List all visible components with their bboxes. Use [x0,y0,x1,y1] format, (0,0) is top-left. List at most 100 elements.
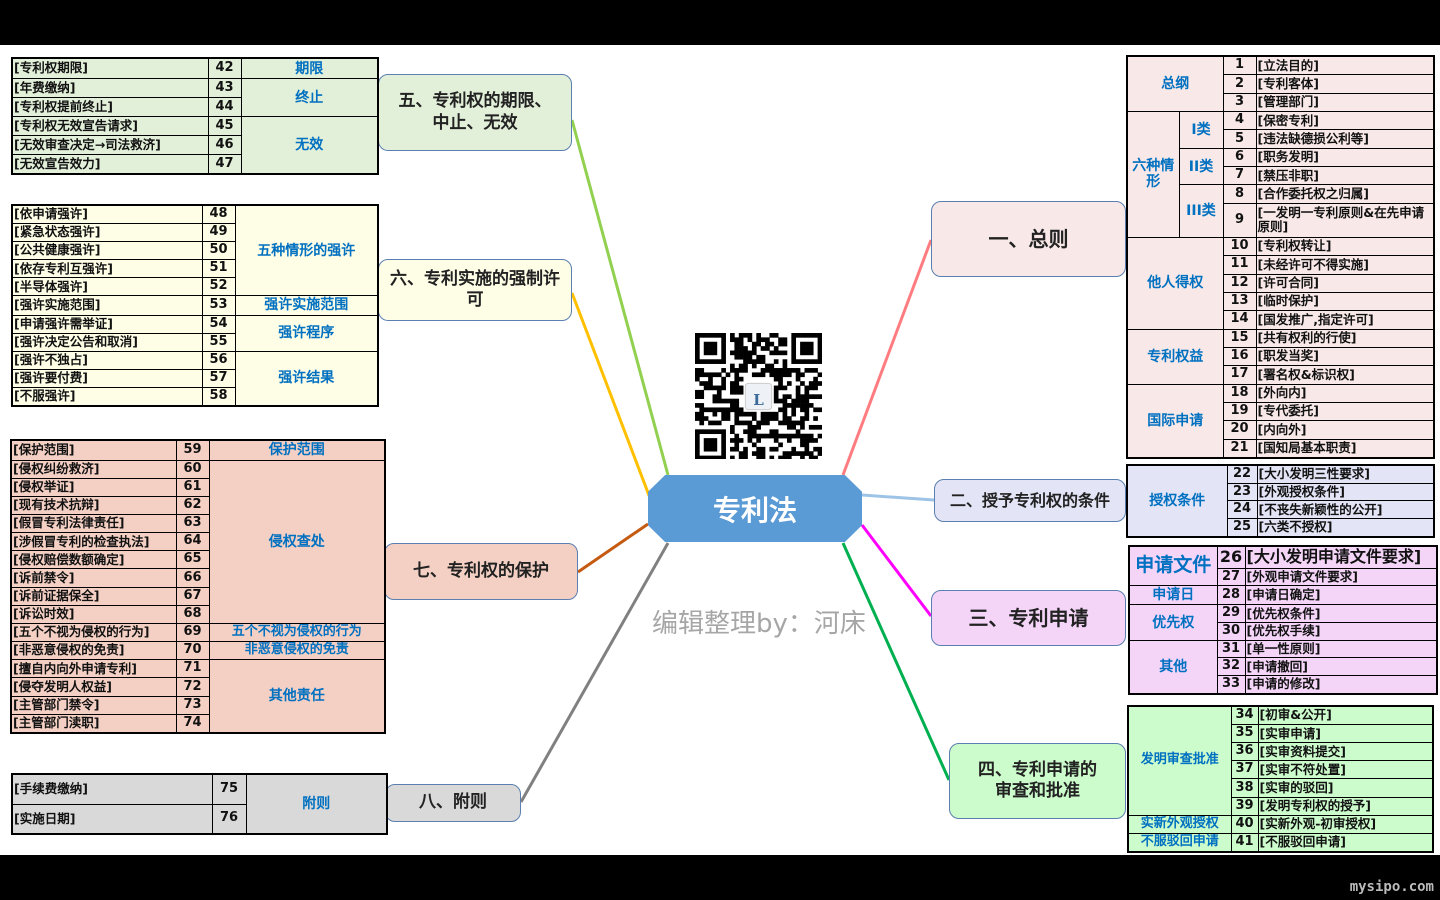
row-number: 71 [175,659,210,679]
row-text: [半导体强许] [11,277,203,297]
table-row: [无效宣告效力]47 [11,153,378,175]
group-label: 附则 [245,773,388,835]
group-label: 专利权益 [1126,328,1224,385]
table-row: 32[申请撤回] [1129,657,1438,677]
branch-label-4: 四、专利申请的审查和批准 [978,759,1097,801]
connector-b1 [841,239,933,476]
table-row: 30[优先权手续] [1129,622,1438,641]
row-text: [不服驳回申请] [1257,832,1434,853]
table-row: [专利权提前终止]44 [11,97,378,118]
row-number: 1 [1222,55,1257,76]
row-number: 66 [175,568,210,588]
table-row: 19[专代委托] [1127,401,1435,422]
row-text: [六类不授权] [1256,518,1435,538]
row-number: 58 [201,386,236,407]
branch-node-1[interactable]: 一、总则 [931,201,1126,277]
group-label: 期限 [240,57,379,80]
row-number: 18 [1222,383,1257,403]
table-row: [紧急状态强许]49 [11,223,378,243]
row-number: 61 [175,477,210,497]
table-row: 39[发明专利权的授予] [1128,796,1434,816]
row-number: 67 [175,586,210,606]
branch-label-5: 五、专利权的期限、中止、无效 [398,91,552,133]
connector-b3 [860,524,933,617]
connector-b8 [519,542,670,803]
row-text: [禁压非职] [1255,166,1435,186]
row-text: [实施日期] [11,803,213,835]
row-text: [署名权&标识权] [1255,365,1435,385]
row-number: 62 [175,495,210,516]
group-label: 强许程序 [234,314,379,352]
row-text: [专利客体] [1255,74,1435,94]
branch-node-5[interactable]: 五、专利权的期限、中止、无效 [378,74,572,151]
table-row: [侵夺发明人权益]72 [10,677,385,697]
row-text: [诉前禁令] [10,568,177,588]
row-number: 2 [1222,74,1257,94]
row-text: [优先权条件] [1244,604,1438,624]
table-row: [半导体强许]52 [11,277,378,297]
row-text: [职务发明] [1255,147,1435,168]
branch-label-6: 六、专利实施的强制许可 [390,268,560,310]
row-text: [实审申请] [1257,724,1434,744]
row-text: [主管部门渎职] [10,713,177,734]
row-number: 26 [1216,545,1246,569]
table-row: 21[国知局基本职责] [1127,438,1435,459]
table-row: [不服强许]58 [11,386,378,407]
row-text: [专利权提前终止] [11,97,209,118]
row-number: 27 [1216,567,1246,587]
branch-node-3[interactable]: 三、专利申请 [931,590,1126,646]
row-number: 34 [1230,705,1259,726]
group-label: 侵权查处 [208,459,386,624]
connector-b4 [841,542,951,781]
branch-label-8: 八、附则 [419,792,487,813]
row-number: 57 [201,368,236,388]
table-row: 16[职发当奖] [1127,346,1435,367]
row-number: 47 [207,153,242,175]
row-text: [职发当奖] [1255,346,1435,367]
row-number: 44 [207,97,242,118]
row-text: [国知局基本职责] [1255,438,1435,459]
row-number: 13 [1222,291,1257,312]
central-topic-node[interactable]: 专利法 [648,475,862,542]
branch-node-2[interactable]: 二、授予专利权的条件 [934,479,1126,522]
connector-b2 [861,493,935,502]
table-row: [现有技术抗辩]62 [10,495,385,516]
table-row: 36[实审资料提交] [1128,742,1434,762]
group-label: 五种情形的强许 [234,204,379,297]
branch-label-7: 七、专利权的保护 [413,560,549,581]
group-label: 申请日 [1128,585,1218,606]
branch-node-6[interactable]: 六、专利实施的强制许可 [378,259,572,321]
branch-node-8[interactable]: 八、附则 [385,784,521,822]
row-number: 69 [175,622,210,643]
row-text: [专利权无效宣告请求] [11,116,209,137]
branch-node-4[interactable]: 四、专利申请的审查和批准 [949,743,1126,819]
row-number: 25 [1226,518,1258,538]
table-row: [强许要付费]57 [11,368,378,388]
table-row: 3[管理部门] [1127,92,1435,113]
row-text: [诉讼时效] [10,604,177,624]
row-text: [立法目的] [1255,55,1435,76]
branch-node-7[interactable]: 七、专利权的保护 [384,543,578,600]
row-text: [实新外观-初审授权] [1257,814,1434,834]
row-number: 63 [175,513,210,534]
row-number: 5 [1222,129,1257,149]
row-text: [申请撤回] [1244,657,1438,677]
table-row: [强许决定公告和取消]55 [11,332,378,352]
row-number: 29 [1216,604,1246,624]
